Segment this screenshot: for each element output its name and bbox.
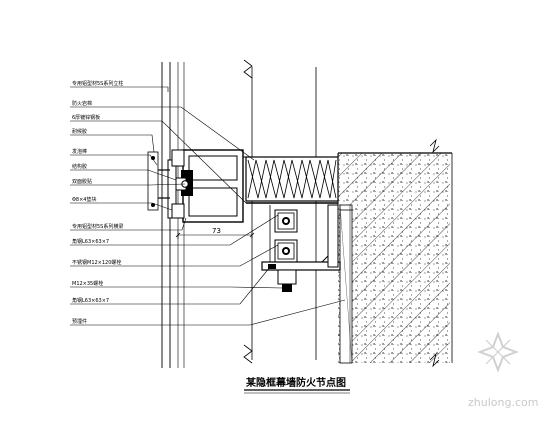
label-4: 耐候胶 xyxy=(72,128,87,135)
dimension-73: 73 xyxy=(175,227,255,239)
label-10: 角钢L63×63×7 xyxy=(72,238,109,245)
drawing-title: 某隐框幕墙防火节点图 xyxy=(244,376,350,394)
steel-bracket xyxy=(261,204,352,292)
watermark: zhulong.com xyxy=(468,331,538,409)
label-1: 专用铝型材5S系列立柱 xyxy=(72,80,123,87)
label-13: 角钢L63×63×7 xyxy=(72,297,109,304)
label-7: 双面胶贴 xyxy=(72,178,92,185)
label-3: 6厚镀锌钢板 xyxy=(72,114,100,121)
label-2: 防火岩棉 xyxy=(72,100,92,107)
concrete-wall xyxy=(337,138,453,368)
watermark-text: zhulong.com xyxy=(468,396,538,409)
dimension-value: 73 xyxy=(212,227,221,235)
label-6: 结构胶 xyxy=(72,163,87,170)
title-text: 某隐框幕墙防火节点图 xyxy=(246,376,346,389)
leader-lines xyxy=(70,86,346,326)
callout-labels: 专用铝型材5S系列立柱 防火岩棉 6厚镀锌钢板 耐候胶 发泡棒 结构胶 双面胶贴… xyxy=(72,80,123,325)
label-8: Φ8×4垫块 xyxy=(72,196,97,203)
label-12: M12×35螺栓 xyxy=(72,280,103,287)
rock-wool-insulation xyxy=(245,156,339,204)
label-5: 发泡棒 xyxy=(72,148,87,155)
label-9: 专用铝型材5S系列横梁 xyxy=(72,223,123,230)
label-14: 预埋件 xyxy=(72,318,87,325)
aluminium-mullion xyxy=(147,149,246,223)
label-11: 不锈钢M12×120螺栓 xyxy=(72,259,121,266)
watermark-logo-icon xyxy=(477,331,519,373)
